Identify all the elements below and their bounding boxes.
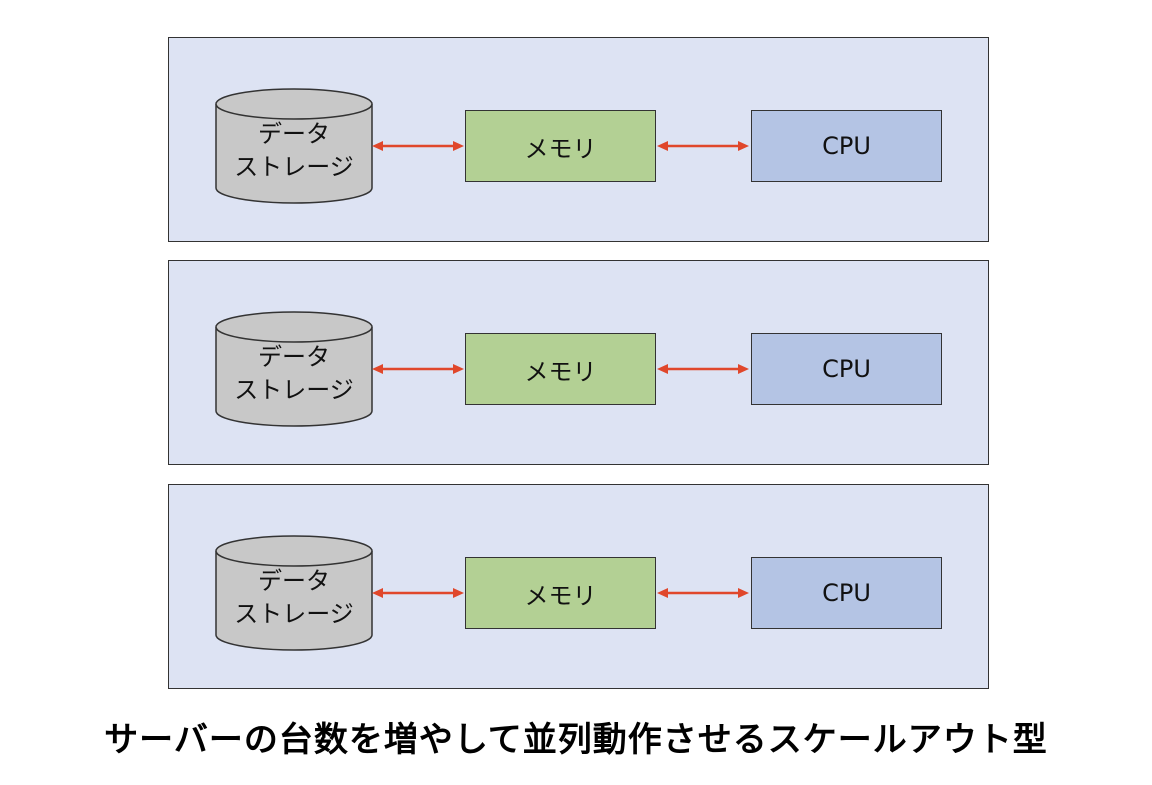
memory-box: メモリ — [465, 110, 656, 182]
diagram-caption: サーバーの台数を増やして並列動作させるスケールアウト型 — [104, 720, 1048, 760]
server-node-1: データ ストレージ メモリ CPU — [168, 37, 989, 242]
data-storage: データ ストレージ — [215, 88, 373, 204]
memory-box: メモリ — [465, 333, 656, 405]
cpu-box: CPU — [751, 110, 942, 182]
database-cylinder-icon — [215, 311, 373, 427]
database-cylinder-icon — [215, 88, 373, 204]
cpu-box: CPU — [751, 557, 942, 629]
memory-box: メモリ — [465, 557, 656, 629]
storage-label: データ ストレージ — [234, 120, 354, 181]
database-cylinder-icon — [215, 535, 373, 651]
bidirectional-arrow-icon — [372, 588, 464, 598]
data-storage: データ ストレージ — [215, 535, 373, 651]
cpu-box: CPU — [751, 333, 942, 405]
server-node-2: データ ストレージ メモリ CPU — [168, 260, 989, 465]
bidirectional-arrow-icon — [657, 364, 749, 374]
bidirectional-arrow-icon — [372, 141, 464, 151]
bidirectional-arrow-icon — [657, 588, 749, 598]
storage-label: データ ストレージ — [234, 343, 354, 404]
storage-label: データ ストレージ — [234, 567, 354, 628]
bidirectional-arrow-icon — [657, 141, 749, 151]
data-storage: データ ストレージ — [215, 311, 373, 427]
server-node-3: データ ストレージ メモリ CPU — [168, 484, 989, 689]
bidirectional-arrow-icon — [372, 364, 464, 374]
